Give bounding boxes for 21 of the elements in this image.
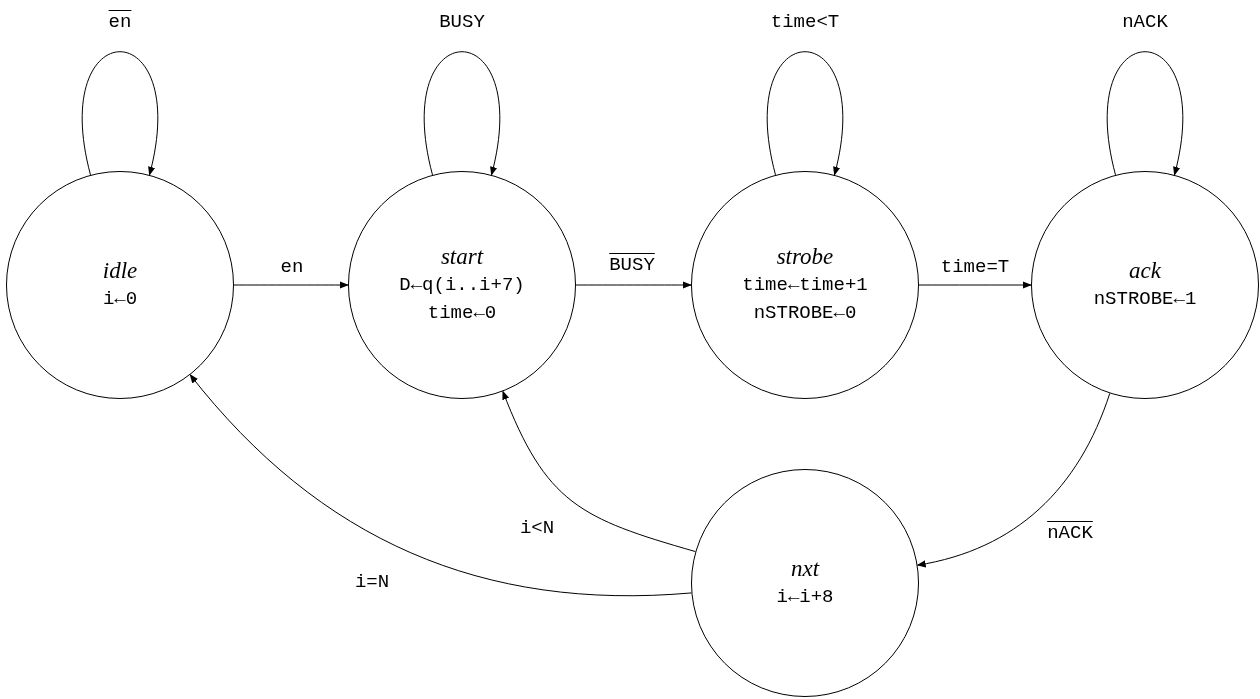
transition-arrow — [918, 281, 1032, 289]
state-action: nSTROBE←0 — [753, 301, 857, 326]
transition-arrow — [189, 374, 692, 597]
state-action: nSTROBE←1 — [1093, 287, 1197, 312]
state-name: strobe — [776, 243, 834, 271]
self-loop-arrow — [82, 51, 158, 176]
state-name: nxt — [790, 555, 820, 583]
state-action: time←time+1 — [742, 273, 868, 298]
state-name: start — [440, 243, 484, 271]
transition-arrow — [502, 390, 696, 553]
transition-arrow — [233, 281, 349, 289]
self-loop-arrow — [424, 51, 500, 176]
state-name: ack — [1129, 257, 1161, 285]
state-name: idle — [102, 257, 138, 285]
self-loop-arrow — [1107, 51, 1183, 176]
state-action: i←0 — [102, 287, 138, 312]
state-action: time←0 — [427, 301, 497, 326]
self-loop-arrow — [767, 51, 843, 176]
state-action: D←q(i..i+7) — [399, 273, 525, 298]
state-action: i←i+8 — [776, 585, 834, 610]
transition-arrow — [575, 281, 692, 289]
